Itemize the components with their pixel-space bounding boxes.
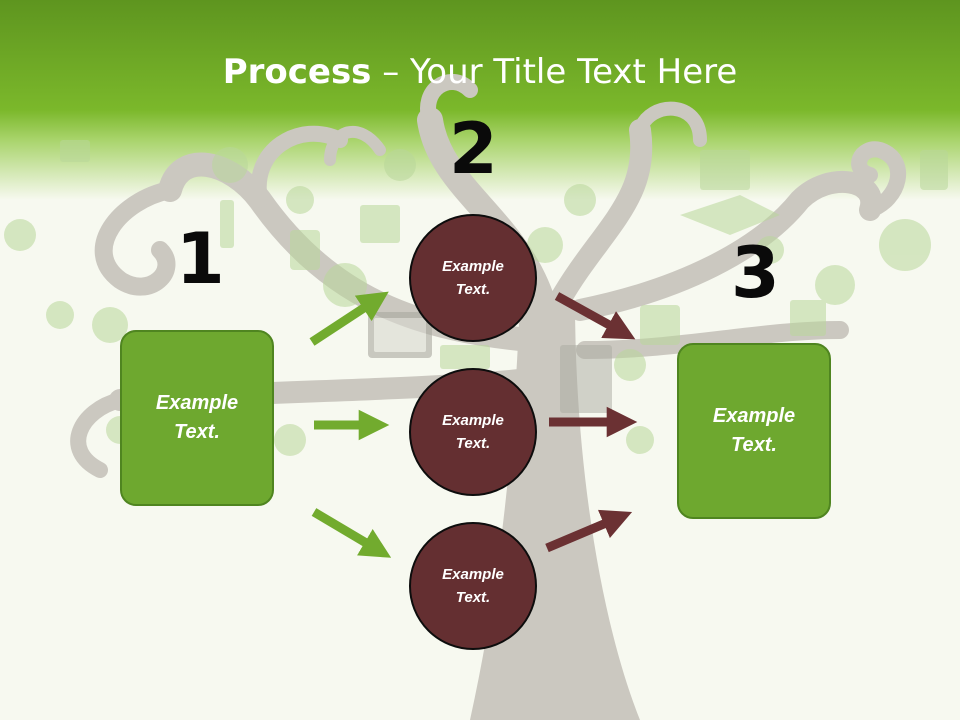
right-box-line2: Text.	[731, 434, 777, 456]
left-box-line1: Example	[155, 392, 239, 414]
arrow-brown-top	[554, 292, 636, 340]
circle-bottom-line2: Text.	[455, 589, 491, 606]
circle-middle-line2: Text.	[455, 435, 491, 452]
circle-top-line2: Text.	[455, 281, 491, 298]
title-bold: Process	[222, 52, 372, 92]
step-number-2: 2	[449, 108, 498, 190]
right-box-line1: Example	[712, 405, 796, 427]
step-number-1: 1	[176, 218, 225, 300]
education-icons	[4, 140, 948, 456]
arrow-brown-bottom	[545, 509, 633, 553]
title-bar	[0, 0, 960, 200]
page-title: Process – Your Title Text Here	[0, 52, 960, 92]
left-box-line2: Text.	[174, 421, 220, 443]
circle-bottom-line1: Example	[442, 566, 504, 583]
title-rest: – Your Title Text Here	[371, 52, 738, 92]
circle-top-line1: Example	[442, 258, 504, 275]
arrow-green-top	[309, 291, 389, 346]
circle-middle-line1: Example	[442, 412, 504, 429]
arrow-green-bottom	[311, 508, 392, 558]
step-number-3: 3	[731, 232, 780, 314]
